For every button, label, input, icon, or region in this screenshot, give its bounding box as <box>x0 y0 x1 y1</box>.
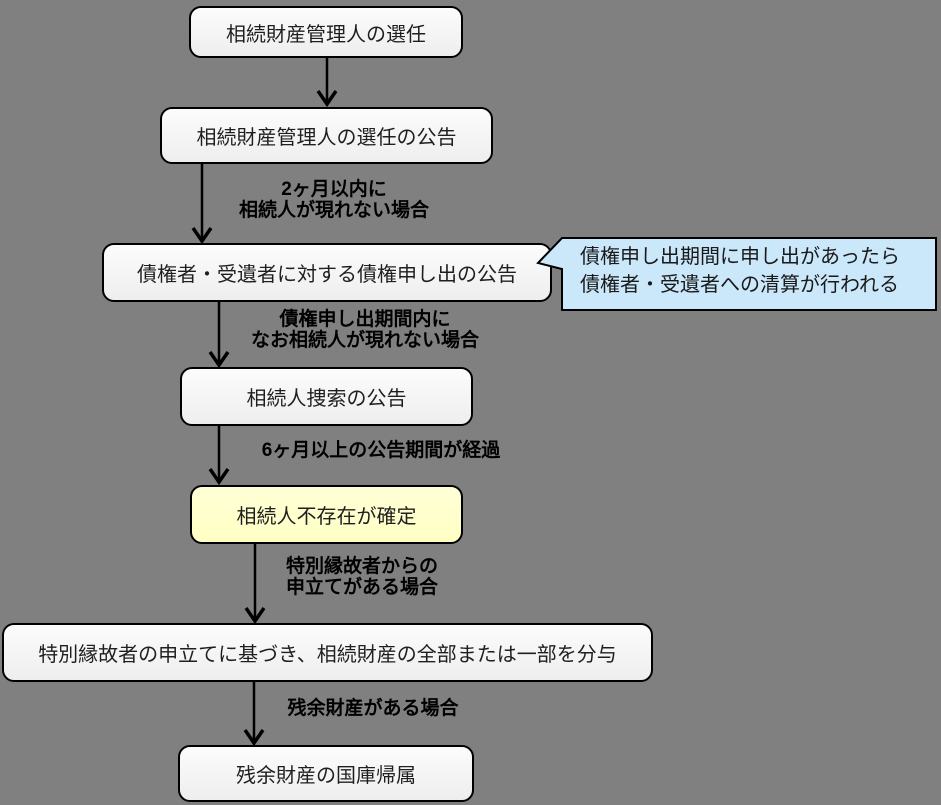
callout-note: 債権申し出期間に申し出があったら 債権者・受遺者への清算が行われる <box>580 246 900 296</box>
edge-label-special-contributor: 特別縁故者からの 申立てがある場合 <box>285 556 439 598</box>
down-arrow-4 <box>208 426 230 486</box>
edge-label-residual-assets: 残余財産がある場合 <box>287 698 459 719</box>
down-arrow-3 <box>208 302 230 369</box>
node-label: 相続人不存在が確定 <box>236 506 417 528</box>
node-label: 残余財産の国庫帰属 <box>236 765 416 787</box>
node-no-heir-confirmed: 相続人不存在が確定 <box>190 485 463 544</box>
node-heir-search-notice: 相続人捜索の公告 <box>180 367 473 426</box>
node-label: 特別縁故者の申立てに基づき、相続財産の全部または一部を分与 <box>38 644 617 666</box>
node-label: 相続人捜索の公告 <box>246 388 407 410</box>
edge-label-claim-period: 債権申し出期間内に なお相続人が現れない場合 <box>250 309 480 351</box>
down-arrow-5 <box>244 544 266 625</box>
down-arrow-6 <box>243 682 265 747</box>
node-label: 相続財産管理人の選任の公告 <box>196 127 457 149</box>
node-label: 相続財産管理人の選任 <box>226 23 426 46</box>
down-arrow-2 <box>191 164 213 245</box>
node-treasury-reversion: 残余財産の国庫帰属 <box>178 745 474 802</box>
node-creditor-claim-notice: 債権者・受遺者に対する債権申し出の公告 <box>102 243 552 302</box>
node-appointment-notice: 相続財産管理人の選任の公告 <box>160 107 493 164</box>
node-label: 債権者・受遺者に対する債権申し出の公告 <box>137 264 517 286</box>
down-arrow-1 <box>316 58 338 108</box>
edge-label-two-months: 2ヶ月以内に 相続人が現れない場合 <box>238 179 430 221</box>
edge-label-six-months: 6ヶ月以上の公告期間が経過 <box>261 440 501 461</box>
node-special-contributor-distribution: 特別縁故者の申立てに基づき、相続財産の全部または一部を分与 <box>2 623 653 682</box>
node-appoint-administrator: 相続財産管理人の選任 <box>189 6 463 58</box>
